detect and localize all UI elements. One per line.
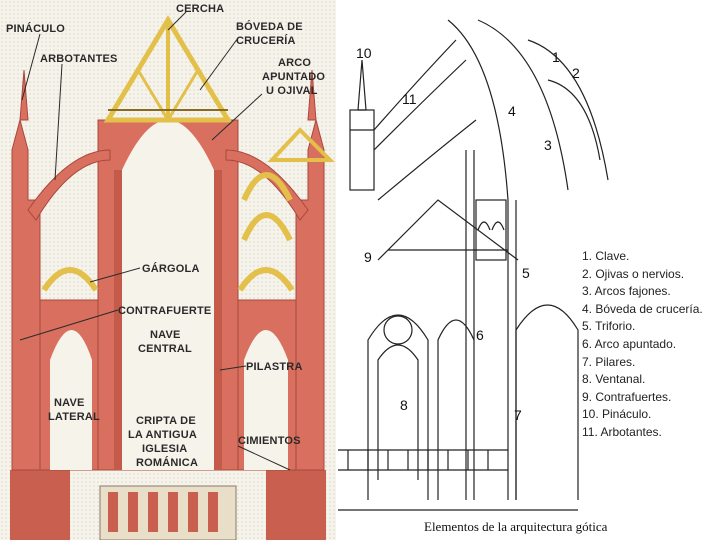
gothic-elements-drawing: 10 11 1 2 4 3 5 9 6 8 7 (338, 0, 720, 540)
figure-caption: Elementos de la arquitectura gótica (424, 519, 608, 534)
label-nave-lateral-1: NAVE (54, 397, 85, 409)
legend-item: 2. Ojivas o nervios. (582, 266, 685, 281)
label-nave-lateral-2: LATERAL (48, 411, 100, 423)
label-cripta-1: CRIPTA DE (136, 415, 196, 427)
elements-line-drawing: 10 11 1 2 4 3 5 9 6 8 7 (338, 19, 609, 511)
legend-item: 6. Arco apuntado. (582, 336, 677, 351)
number-5: 5 (522, 265, 530, 281)
label-arco-1: ARCO (278, 57, 311, 69)
number-6: 6 (476, 327, 484, 343)
label-cripta-4: ROMÁNICA (136, 456, 198, 469)
number-7: 7 (514, 407, 522, 423)
legend-item: 5. Triforio. (582, 319, 636, 334)
number-3: 3 (544, 137, 552, 153)
label-pinaculo: PINÁCULO (6, 22, 65, 35)
label-arbotantes: ARBOTANTES (40, 53, 118, 65)
legend-item: 7. Pilares. (582, 354, 636, 369)
label-boveda-1: BÓVEDA DE (236, 20, 303, 33)
cross-section-drawing: PINÁCULO ARBOTANTES CERCHA BÓVEDA DE CRU… (0, 0, 336, 540)
legend-item: 9. Contrafuertes. (582, 389, 672, 404)
number-4: 4 (508, 103, 516, 119)
label-arco-3: U OJIVAL (266, 85, 318, 97)
label-pilastra: PILASTRA (246, 361, 303, 373)
label-nave-central-1: NAVE (150, 329, 181, 341)
legend-item: 4. Bóveda de crucería. (582, 301, 703, 316)
number-8: 8 (400, 397, 408, 413)
legend-item: 8. Ventanal. (582, 372, 646, 387)
label-cripta-2: LA ANTIGUA (128, 429, 197, 441)
number-10: 10 (356, 45, 372, 61)
legend: 1. Clave. 2. Ojivas o nervios. 3. Arcos … (582, 248, 703, 442)
label-gargola: GÁRGOLA (142, 262, 200, 275)
label-contrafuerte: CONTRAFUERTE (118, 305, 211, 317)
number-1: 1 (552, 49, 560, 65)
label-cercha: CERCHA (176, 3, 224, 15)
legend-item: 11. Arbotantes. (582, 424, 662, 439)
label-arco-2: APUNTADO (262, 71, 325, 83)
label-cimientos: CIMIENTOS (238, 435, 301, 447)
label-nave-central-2: CENTRAL (138, 343, 192, 355)
legend-item: 3. Arcos fajones. (582, 284, 671, 299)
number-2: 2 (572, 65, 580, 81)
legend-item: 1. Clave. (582, 249, 630, 263)
label-boveda-2: CRUCERÍA (236, 34, 296, 47)
legend-item: 10. Pináculo. (582, 407, 652, 422)
cathedral-cross-section: PINÁCULO ARBOTANTES CERCHA BÓVEDA DE CRU… (0, 0, 336, 540)
number-9: 9 (364, 249, 372, 265)
number-11: 11 (402, 91, 417, 107)
label-cripta-3: IGLESIA (142, 443, 187, 455)
